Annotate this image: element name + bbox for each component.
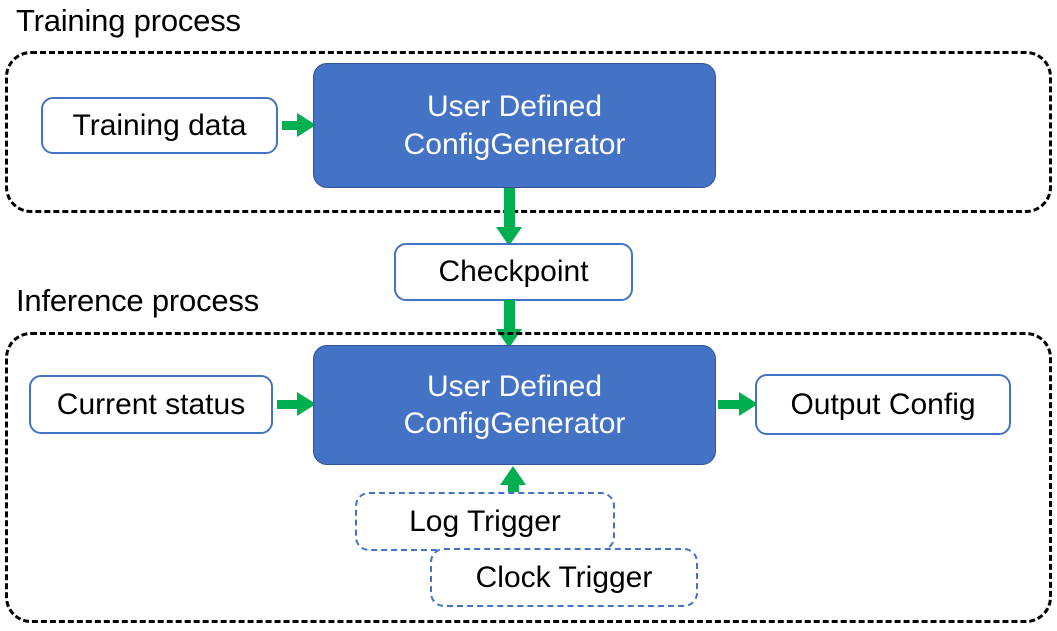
training-process-label: Training process	[16, 3, 241, 38]
node-log-trigger-label: Log Trigger	[409, 504, 561, 538]
node-config-generator-inference-line1: User Defined	[426, 369, 603, 403]
arrow-shaft	[504, 188, 515, 229]
node-config-generator-inference-label: User Defined ConfigGenerator	[314, 368, 715, 443]
arrow-head	[297, 113, 316, 137]
node-training-data[interactable]: Training data	[41, 97, 278, 154]
node-config-generator-training-line2: ConfigGenerator	[403, 127, 626, 161]
node-config-generator-training-line1: User Defined	[426, 90, 603, 123]
node-training-data-label: Training data	[72, 108, 247, 142]
arrow-triggers-to-config-generator	[500, 466, 526, 498]
node-config-generator-inference[interactable]: User Defined ConfigGenerator	[313, 345, 716, 465]
inference-process-container	[5, 332, 1052, 623]
node-clock-trigger-label: Clock Trigger	[475, 560, 653, 594]
arrow-shaft	[508, 483, 519, 498]
node-output-config-label: Output Config	[790, 387, 976, 421]
arrow-shaft	[282, 121, 300, 130]
arrow-config-generator-to-output-config	[718, 392, 758, 416]
arrow-head	[500, 466, 526, 485]
node-current-status[interactable]: Current status	[29, 375, 273, 434]
arrow-shaft	[504, 300, 515, 331]
arrow-training-data-to-config-generator	[282, 113, 316, 137]
node-config-generator-training[interactable]: User Defined ConfigGenerator	[313, 63, 716, 188]
inference-process-label: Inference process	[16, 283, 260, 318]
node-checkpoint[interactable]: Checkpoint	[394, 243, 633, 301]
arrow-current-status-to-config-generator	[277, 392, 316, 416]
node-output-config[interactable]: Output Config	[755, 374, 1011, 435]
arrow-head	[739, 392, 758, 416]
node-checkpoint-label: Checkpoint	[438, 255, 589, 289]
node-config-generator-inference-line2: ConfigGenerator	[403, 407, 626, 440]
node-log-trigger[interactable]: Log Trigger	[355, 492, 615, 551]
training-process-container	[5, 51, 1052, 213]
arrow-config-generator-to-checkpoint	[496, 188, 522, 246]
arrow-shaft	[277, 400, 300, 409]
node-config-generator-training-label: User Defined ConfigGenerator	[314, 88, 715, 163]
arrow-head	[297, 392, 316, 416]
arrow-head	[496, 227, 522, 246]
arrow-shaft	[718, 400, 742, 409]
node-current-status-label: Current status	[56, 387, 246, 421]
node-clock-trigger[interactable]: Clock Trigger	[430, 548, 698, 607]
